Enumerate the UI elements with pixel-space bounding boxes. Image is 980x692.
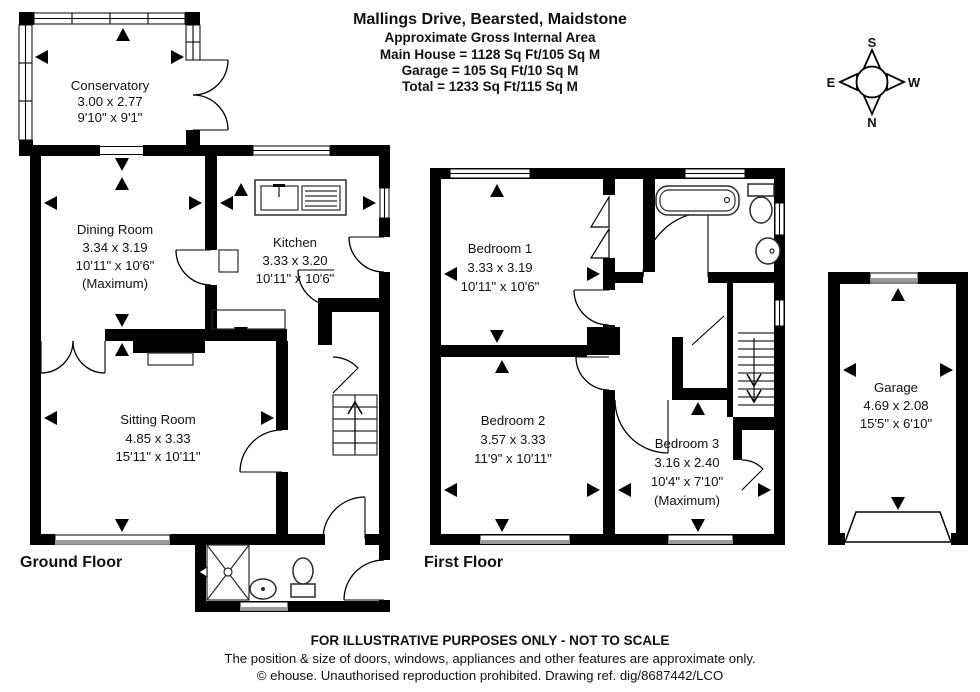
first-floor-windows [449, 168, 785, 545]
room-metric-bedroom3: 3.16 x 2.40 [654, 455, 719, 470]
ground-floor-plan: Conservatory 3.00 x 2.77 9'10" x 9'1" Di… [18, 12, 390, 612]
garage-window [869, 272, 919, 284]
footer-copyright: © ehouse. Unauthorised reproduction proh… [257, 668, 723, 683]
room-note-dining: (Maximum) [82, 276, 148, 291]
header-block: Mallings Drive, Bearsted, Maidstone Appr… [353, 11, 627, 94]
room-label-dining: Dining Room [77, 222, 153, 237]
footer-block: FOR ILLUSTRATIVE PURPOSES ONLY - NOT TO … [224, 633, 755, 683]
room-imperial-bedroom2: 11'9" x 10'11" [474, 451, 552, 466]
fireplace [147, 352, 194, 366]
ground-measurement-arrows [35, 28, 376, 532]
first-floor-labels: Bedroom 1 3.33 x 3.19 10'11" x 10'6" Bed… [461, 241, 724, 508]
compass-icon: S E W N [827, 35, 921, 130]
header-total-area: Total = 1233 Sq Ft/115 Sq M [402, 79, 578, 94]
garage-plan: Garage 4.69 x 2.08 15'5" x 6'10" [828, 272, 968, 545]
ground-floor-windows [54, 145, 390, 612]
bathtub-icon [655, 185, 740, 216]
first-floor-label: First Floor [424, 554, 503, 571]
compass-right-label: W [908, 75, 921, 90]
compass-left-label: E [827, 75, 836, 90]
room-imperial-dining: 10'11" x 10'6" [76, 258, 155, 273]
room-imperial-sitting: 15'11" x 10'11" [115, 449, 200, 464]
compass-bottom-label: N [867, 115, 876, 130]
room-imperial-kitchen: 10'11" x 10'6" [256, 271, 335, 286]
header-garage-area: Garage = 105 Sq Ft/10 Sq M [402, 63, 579, 78]
ground-floor-labels: Conservatory 3.00 x 2.77 9'10" x 9'1" Di… [71, 78, 335, 464]
room-metric-conservatory: 3.00 x 2.77 [77, 94, 142, 109]
room-label-bedroom3: Bedroom 3 [655, 436, 720, 451]
conservatory-opening [100, 145, 143, 156]
page-title: Mallings Drive, Bearsted, Maidstone [353, 11, 627, 28]
garage-measurement-arrows [843, 288, 953, 510]
first-floor-walls [430, 168, 785, 545]
room-imperial-garage: 15'5" x 6'10" [860, 416, 933, 431]
room-imperial-bedroom1: 10'11" x 10'6" [461, 279, 540, 294]
room-metric-garage: 4.69 x 2.08 [863, 398, 928, 413]
room-label-bedroom1: Bedroom 1 [468, 241, 533, 256]
wc-basin [249, 578, 277, 600]
garage-labels: Garage 4.69 x 2.08 15'5" x 6'10" [860, 380, 933, 431]
room-imperial-conservatory: 9'10" x 9'1" [78, 110, 143, 125]
bathroom-basin [755, 237, 781, 265]
garage-walls [828, 272, 968, 545]
garage-door [843, 511, 953, 543]
footer-disclaimer-text: The position & size of doors, windows, a… [224, 651, 755, 666]
room-label-bedroom2: Bedroom 2 [481, 413, 546, 428]
ground-floor-label: Ground Floor [20, 554, 122, 571]
stairs-down [738, 332, 774, 406]
french-doors [192, 59, 229, 131]
room-metric-bedroom2: 3.57 x 3.33 [480, 432, 545, 447]
compass-top-label: S [868, 35, 877, 50]
footer-disclaimer-title: FOR ILLUSTRATIVE PURPOSES ONLY - NOT TO … [311, 633, 670, 648]
header-main-house-area: Main House = 1128 Sq Ft/105 Sq M [380, 47, 600, 62]
first-measurement-arrows [444, 184, 771, 532]
room-metric-bedroom1: 3.33 x 3.19 [467, 260, 532, 275]
room-label-garage: Garage [874, 380, 918, 395]
room-label-conservatory: Conservatory [71, 78, 150, 93]
room-metric-kitchen: 3.33 x 3.20 [262, 253, 327, 268]
conservatory-walls [18, 12, 201, 156]
ground-floor-walls [30, 145, 390, 612]
room-metric-dining: 3.34 x 3.19 [82, 240, 147, 255]
stairs-up [332, 394, 378, 456]
room-label-sitting: Sitting Room [120, 412, 196, 427]
room-label-kitchen: Kitchen [273, 235, 317, 250]
ground-floor-doors [40, 236, 385, 601]
wc-toilet [290, 557, 316, 598]
bathroom-toilet [747, 183, 775, 224]
room-note-bedroom3: (Maximum) [654, 493, 720, 508]
shower-cubicle [198, 544, 250, 601]
room-imperial-bedroom3: 10'4" x 7'10" [651, 474, 724, 489]
kitchen-counters [211, 249, 286, 330]
first-floor-doors [573, 194, 764, 491]
kitchen-sink [254, 179, 347, 216]
header-subtitle: Approximate Gross Internal Area [384, 30, 596, 45]
room-metric-sitting: 4.85 x 3.33 [125, 431, 190, 446]
first-floor-plan: Bedroom 1 3.33 x 3.19 10'11" x 10'6" Bed… [424, 168, 785, 571]
